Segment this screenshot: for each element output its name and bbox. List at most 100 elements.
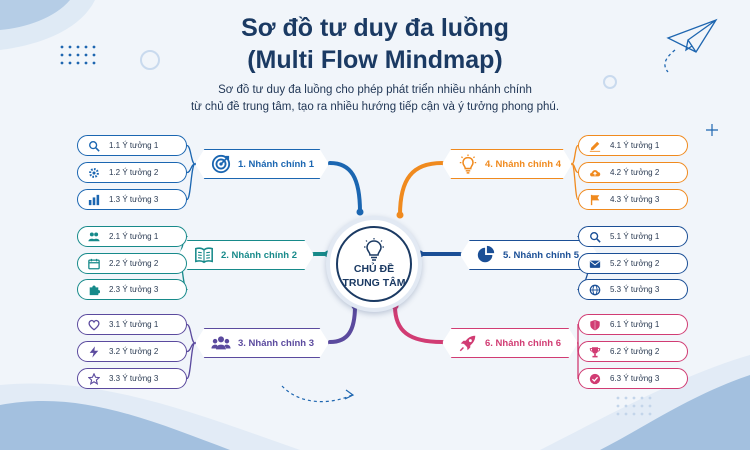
decor-dot: [640, 404, 644, 408]
idea-pill-2-3[interactable]: 2.3 Ý tưởng 3: [77, 279, 187, 300]
branch-node-5[interactable]: 5. Nhánh chính 5: [460, 240, 598, 270]
idea-label: 4.3 Ý tưởng 3: [610, 195, 660, 204]
branch-label: 6. Nhánh chính 6: [485, 337, 562, 349]
idea-label: 5.3 Ý tưởng 3: [610, 285, 660, 294]
team-icon: [210, 332, 232, 354]
idea-pill-3-2[interactable]: 3.2 Ý tưởng 2: [77, 341, 187, 362]
branch-label: 5. Nhánh chính 5: [503, 249, 580, 261]
decor-dot: [84, 61, 88, 65]
decor-dot: [632, 396, 636, 400]
idea-label: 3.1 Ý tưởng 1: [109, 320, 159, 329]
dashed-arrowhead: [344, 389, 355, 400]
idea-pill-1-2[interactable]: 1.2 Ý tưởng 2: [77, 162, 187, 183]
idea-pill-2-1[interactable]: 2.1 Ý tưởng 1: [77, 226, 187, 247]
branch-label: 2. Nhánh chính 2: [221, 249, 298, 261]
idea-pill-2-2[interactable]: 2.2 Ý tưởng 2: [77, 253, 187, 274]
idea-label: 1.2 Ý tưởng 2: [109, 168, 159, 177]
idea-pill-5-1[interactable]: 5.1 Ý tưởng 1: [578, 226, 688, 247]
connector-main-4: [398, 161, 444, 217]
idea-label: 1.1 Ý tưởng 1: [109, 141, 159, 150]
decor-dot: [60, 45, 64, 49]
decor-dot: [84, 53, 88, 57]
idea-label: 2.2 Ý tưởng 2: [109, 259, 159, 268]
connector-main-6: [393, 304, 444, 344]
decor-dot: [92, 53, 96, 57]
idea-pill-5-2[interactable]: 5.2 Ý tưởng 2: [578, 253, 688, 274]
idea-label: 5.2 Ý tưởng 2: [610, 259, 660, 268]
idea-pill-6-3[interactable]: 6.3 Ý tưởng 3: [578, 368, 688, 389]
rocket-icon: [457, 332, 479, 354]
branch-node-4[interactable]: 4. Nhánh chính 4: [442, 149, 572, 179]
branch-label: 1. Nhánh chính 1: [238, 158, 315, 170]
decor-dot: [68, 45, 72, 49]
idea-pill-4-2[interactable]: 4.2 Ý tưởng 2: [578, 162, 688, 183]
idea-pill-1-3[interactable]: 1.3 Ý tưởng 3: [77, 189, 187, 210]
star-icon: [87, 372, 101, 386]
decor-dot: [68, 53, 72, 57]
target-icon: [210, 153, 232, 175]
connector-idea-3-3: [186, 342, 196, 380]
dot-grid-left: [60, 45, 96, 65]
trophy-icon: [588, 345, 602, 359]
cloud-upload-icon: [588, 166, 602, 180]
decor-dot: [640, 396, 644, 400]
branch-label: 4. Nhánh chính 4: [485, 158, 562, 170]
puzzle-icon: [87, 283, 101, 297]
decor-dot: [68, 61, 72, 65]
branch-node-6[interactable]: 6. Nhánh chính 6: [442, 328, 578, 358]
bottom-wave-right-light: [540, 355, 750, 450]
idea-pill-5-3[interactable]: 5.3 Ý tưởng 3: [578, 279, 688, 300]
decor-dot: [76, 61, 80, 65]
sparkle-icon: [706, 124, 718, 136]
idea-label: 3.2 Ý tưởng 2: [109, 347, 159, 356]
branch-node-3[interactable]: 3. Nhánh chính 3: [195, 328, 329, 358]
decor-dot: [624, 404, 628, 408]
subtitle-line-1: Sơ đồ tư duy đa luồng cho phép phát triể…: [218, 84, 532, 96]
decor-dot: [616, 404, 620, 408]
deco-ring-right: [603, 75, 617, 89]
decor-dot: [92, 61, 96, 65]
shield-icon: [588, 318, 602, 332]
decor-dot: [76, 53, 80, 57]
globe-icon: [588, 283, 602, 297]
dot-grid-right: [616, 396, 652, 416]
gear-icon: [87, 166, 101, 180]
connector-idea-4-3: [571, 163, 579, 201]
central-topic-ring: [336, 226, 412, 302]
pie-chart-icon: [475, 244, 497, 266]
idea-label: 6.3 Ý tưởng 3: [610, 374, 660, 383]
decor-dot: [648, 404, 652, 408]
connector-dot: [396, 211, 404, 219]
idea-pill-6-1[interactable]: 6.1 Ý tưởng 1: [578, 314, 688, 335]
dashed-arrow: [281, 385, 353, 403]
central-topic-line-1: CHỦ ĐỀ: [353, 263, 395, 275]
idea-pill-4-1[interactable]: 4.1 Ý tưởng 1: [578, 135, 688, 156]
idea-label: 1.3 Ý tưởng 3: [109, 195, 159, 204]
idea-pill-3-3[interactable]: 3.3 Ý tưởng 3: [77, 368, 187, 389]
idea-pill-3-1[interactable]: 3.1 Ý tưởng 1: [77, 314, 187, 335]
lightbulb-icon: [364, 238, 384, 261]
branch-node-2[interactable]: 2. Nhánh chính 2: [178, 240, 314, 270]
book-icon: [193, 244, 215, 266]
central-topic[interactable]: CHỦ ĐỀ TRUNG TÂM: [326, 216, 422, 312]
idea-pill-6-2[interactable]: 6.2 Ý tưởng 2: [578, 341, 688, 362]
paper-plane-icon: [664, 18, 718, 73]
calendar-icon: [87, 257, 101, 271]
decor-dot: [76, 45, 80, 49]
idea-label: 3.3 Ý tưởng 3: [109, 374, 159, 383]
search-icon: [588, 230, 602, 244]
branch-node-1[interactable]: 1. Nhánh chính 1: [195, 149, 329, 179]
deco-ring: [140, 50, 160, 70]
decor-dot: [624, 396, 628, 400]
idea-label: 6.2 Ý tưởng 2: [610, 347, 660, 356]
decor-dot: [624, 412, 628, 416]
edit-icon: [588, 139, 602, 153]
idea-pill-1-1[interactable]: 1.1 Ý tưởng 1: [77, 135, 187, 156]
decor-dot: [92, 45, 96, 49]
bar-chart-icon: [87, 193, 101, 207]
connector-idea-1-1: [186, 144, 196, 165]
connector-idea-3-1: [186, 323, 196, 344]
decor-dot: [648, 412, 652, 416]
idea-pill-4-3[interactable]: 4.3 Ý tưởng 3: [578, 189, 688, 210]
